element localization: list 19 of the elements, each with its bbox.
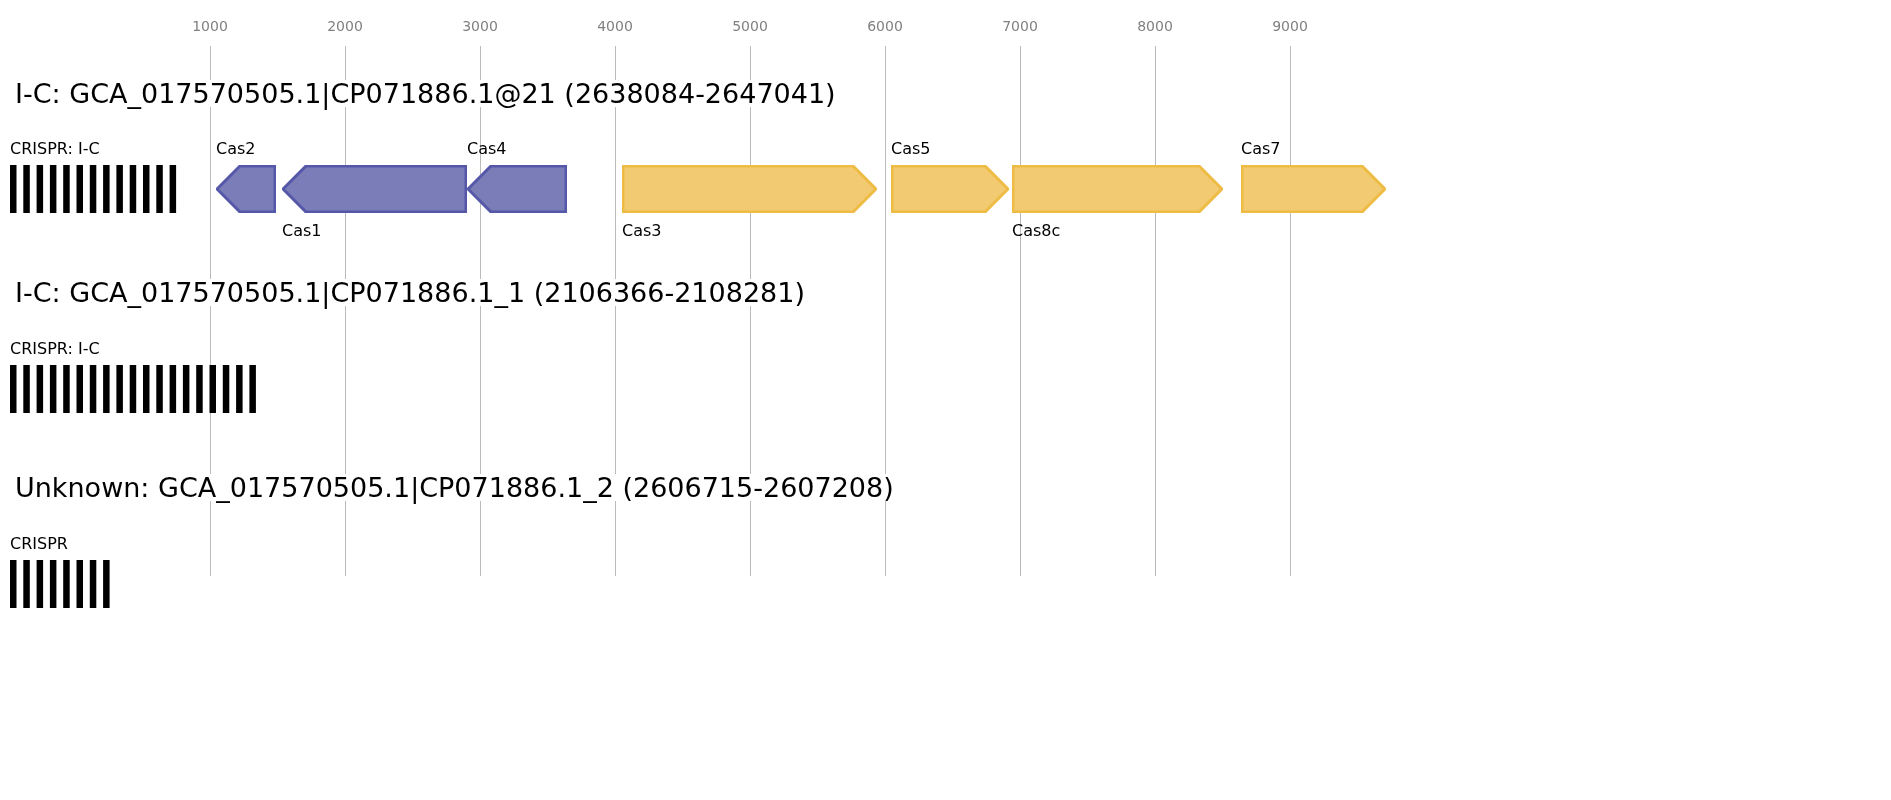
gene-label: Cas8c [1012,223,1061,239]
gene-label: Cas5 [891,141,931,157]
gene-label: Cas1 [282,223,322,239]
gene-label: Cas7 [1241,141,1281,157]
axis-tick-label: 5000 [732,19,768,33]
axis-tick-label: 8000 [1137,19,1173,33]
crispr-label: CRISPR: I-C [10,341,100,357]
axis-tick-label: 9000 [1272,19,1308,33]
axis-tick-label: 6000 [867,19,903,33]
axis-tick-label: 4000 [597,19,633,33]
gene-label: Cas4 [467,141,507,157]
crispr-label: CRISPR [10,536,68,552]
axis-tick-label: 2000 [327,19,363,33]
gene-label: Cas2 [216,141,256,157]
axis-tick-label: 3000 [462,19,498,33]
axis-tick-label: 7000 [1002,19,1038,33]
crispr-label: CRISPR: I-C [10,141,100,157]
gene-label: Cas3 [622,223,662,239]
axis-tick-label: 1000 [192,19,228,33]
